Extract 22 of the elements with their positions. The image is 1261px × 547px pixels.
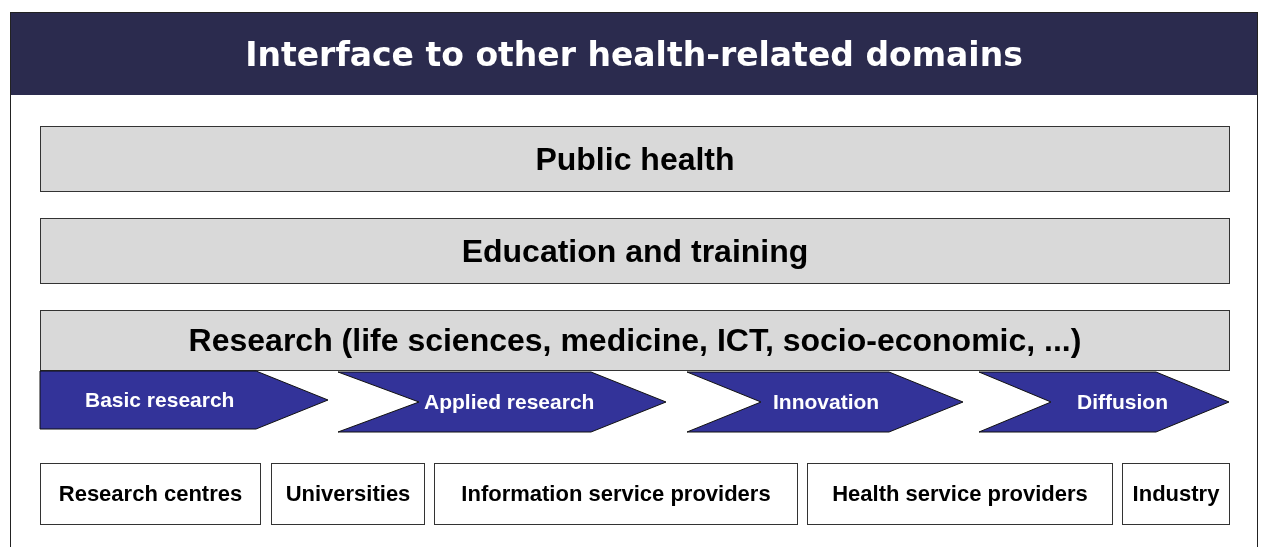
category-band [40, 218, 1230, 284]
actor-label: Information service providers [461, 481, 771, 507]
actor-box [807, 463, 1113, 525]
actor-box [1122, 463, 1230, 525]
actor-box [271, 463, 425, 525]
band-label: Public health [535, 140, 735, 178]
title-text: Interface to other health-related domains [245, 34, 1023, 74]
actor-label: Health service providers [832, 481, 1088, 507]
stage-label: Innovation [773, 390, 880, 414]
band-label: Research (life sciences, medicine, ICT, socio-economic, ...) [188, 322, 1082, 359]
actor-label: Research centres [58, 481, 243, 507]
actor-box [40, 463, 261, 525]
stage-label: Applied research [424, 390, 595, 414]
actor-label: Universities [285, 481, 411, 507]
band-label: Education and training [461, 232, 809, 270]
category-band [40, 126, 1230, 192]
actor-box [434, 463, 798, 525]
category-band [40, 310, 1230, 371]
frame-border [10, 12, 1258, 547]
actor-label: Industry [1132, 481, 1220, 507]
stage-label: Basic research [85, 388, 235, 412]
stage-label: Diffusion [1077, 390, 1168, 414]
